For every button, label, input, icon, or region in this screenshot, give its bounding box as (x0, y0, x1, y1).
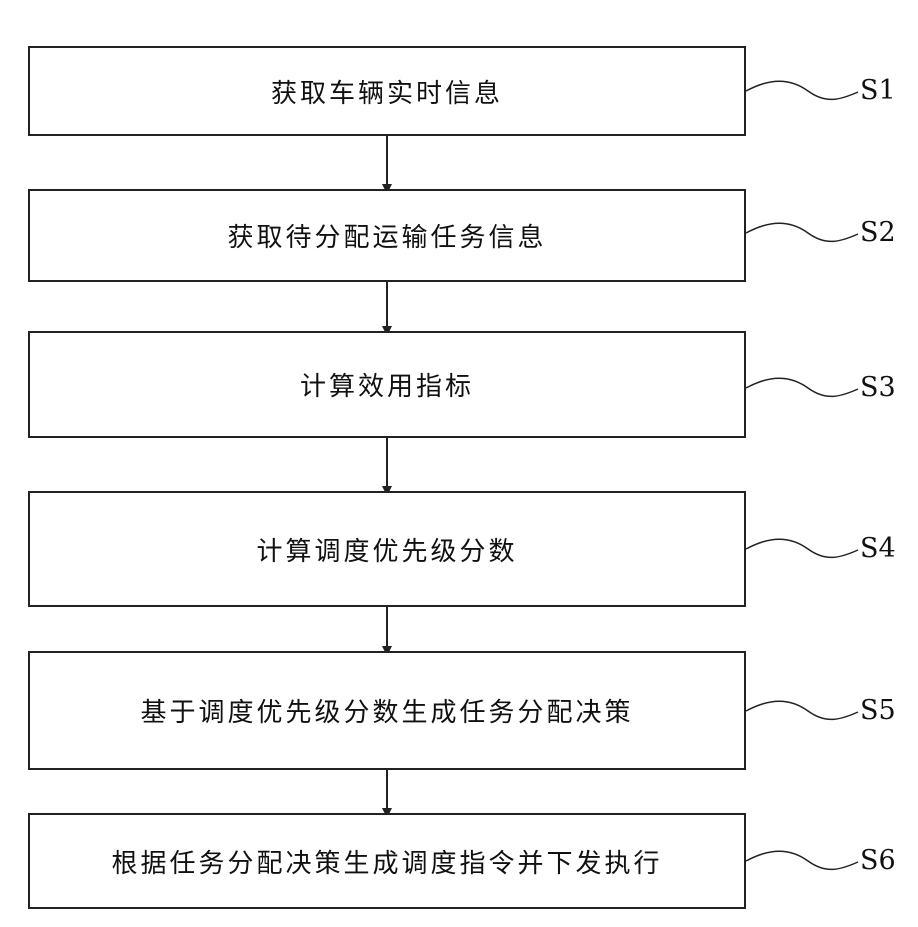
step-box-s3: 计算效用指标 (28, 331, 746, 438)
step-text-s1: 获取车辆实时信息 (271, 73, 503, 110)
leader-s5 (746, 701, 858, 719)
leader-s1 (746, 81, 858, 99)
leader-s4 (746, 539, 858, 557)
step-box-s6: 根据任务分配决策生成调度指令并下发执行 (28, 813, 746, 909)
step-label-s3: S3 (860, 373, 896, 403)
leader-s6 (746, 851, 858, 869)
step-text-s2: 获取待分配运输任务信息 (227, 217, 546, 254)
step-label-s1: S1 (860, 76, 896, 106)
step-label-s6: S6 (860, 846, 896, 876)
step-box-s4: 计算调度优先级分数 (28, 491, 746, 607)
step-box-s1: 获取车辆实时信息 (28, 46, 746, 136)
step-text-s4: 计算调度优先级分数 (256, 531, 517, 568)
step-text-s5: 基于调度优先级分数生成任务分配决策 (140, 692, 633, 729)
step-box-s5: 基于调度优先级分数生成任务分配决策 (28, 651, 746, 770)
step-label-s5: S5 (860, 696, 896, 726)
step-label-s2: S2 (860, 218, 896, 248)
step-text-s3: 计算效用指标 (300, 366, 474, 403)
step-box-s2: 获取待分配运输任务信息 (28, 189, 746, 282)
leader-s2 (746, 223, 858, 241)
step-label-s4: S4 (860, 534, 896, 564)
leader-s3 (746, 378, 858, 396)
step-text-s6: 根据任务分配决策生成调度指令并下发执行 (111, 843, 662, 880)
